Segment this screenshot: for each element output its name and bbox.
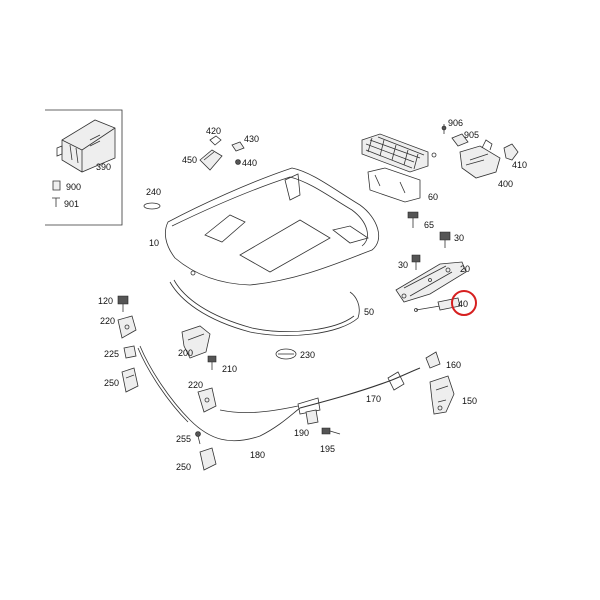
release-handle-150	[429, 375, 455, 415]
bracket-250-upper	[121, 367, 139, 393]
screw-195	[321, 427, 341, 435]
label-20: 20	[460, 264, 470, 274]
label-50: 50	[364, 307, 374, 317]
label-390: 390	[96, 162, 111, 172]
bracket-250-lower	[199, 447, 217, 471]
cable-180	[137, 345, 301, 442]
label-255: 255	[176, 434, 191, 444]
label-10: 10	[149, 238, 159, 248]
control-module-part	[56, 119, 116, 173]
label-60: 60	[428, 192, 438, 202]
latch-220-left	[117, 315, 137, 339]
label-150: 150	[462, 396, 477, 406]
hood-hinge	[395, 261, 467, 303]
screw-30-lower	[411, 254, 421, 270]
label-230: 230	[300, 350, 315, 360]
bolt-906	[441, 124, 447, 134]
label-30-upper: 30	[454, 233, 464, 243]
label-430: 430	[244, 134, 259, 144]
label-190: 190	[294, 428, 309, 438]
bolt-120	[117, 295, 129, 312]
label-905: 905	[464, 130, 479, 140]
latch-220-lower	[197, 387, 217, 413]
seal-240	[143, 202, 161, 210]
screw-210	[207, 355, 217, 370]
label-40: 40	[458, 299, 468, 309]
release-cable-170	[297, 367, 421, 415]
label-250-lower: 250	[176, 462, 191, 472]
label-180: 180	[250, 450, 265, 460]
connector-900	[52, 180, 61, 191]
highlight-circle-40[interactable]	[451, 290, 477, 316]
clip-160	[425, 351, 441, 369]
inset-panel: 390 900 901	[45, 109, 123, 226]
nozzle-410	[503, 143, 519, 161]
emblem-part	[199, 149, 223, 171]
label-65: 65	[424, 220, 434, 230]
label-160: 160	[446, 360, 461, 370]
clip-430	[231, 141, 245, 152]
label-220-left: 220	[100, 316, 115, 326]
label-440: 440	[242, 158, 257, 168]
washer-nozzle-400	[459, 139, 501, 179]
clip-420	[209, 135, 222, 146]
label-195: 195	[320, 444, 335, 454]
latch-200	[181, 325, 211, 359]
label-170: 170	[366, 394, 381, 404]
screw-255	[195, 431, 201, 445]
grille-bracket	[367, 167, 421, 203]
label-420: 420	[206, 126, 221, 136]
hood-seal	[169, 279, 360, 336]
label-250-upper: 250	[104, 378, 119, 388]
screw-30-upper	[439, 231, 451, 248]
label-400: 400	[498, 179, 513, 189]
screw-65	[407, 211, 419, 228]
label-900: 900	[66, 182, 81, 192]
pin-901	[52, 197, 60, 207]
clip-440	[235, 159, 241, 165]
label-450: 450	[182, 155, 197, 165]
clip-190	[305, 409, 319, 425]
emblem-230	[275, 348, 297, 360]
label-30-lower: 30	[398, 260, 408, 270]
label-220-lower: 220	[188, 380, 203, 390]
label-200: 200	[178, 348, 193, 358]
label-906: 906	[448, 118, 463, 128]
label-410: 410	[512, 160, 527, 170]
label-901: 901	[64, 199, 79, 209]
grille-part	[361, 133, 437, 173]
label-225: 225	[104, 349, 119, 359]
label-240: 240	[146, 187, 161, 197]
bushing-225	[123, 345, 137, 359]
gas-strut	[414, 297, 461, 312]
label-210: 210	[222, 364, 237, 374]
hood-panel	[164, 167, 380, 286]
label-120: 120	[98, 296, 113, 306]
clip-905	[451, 133, 469, 147]
